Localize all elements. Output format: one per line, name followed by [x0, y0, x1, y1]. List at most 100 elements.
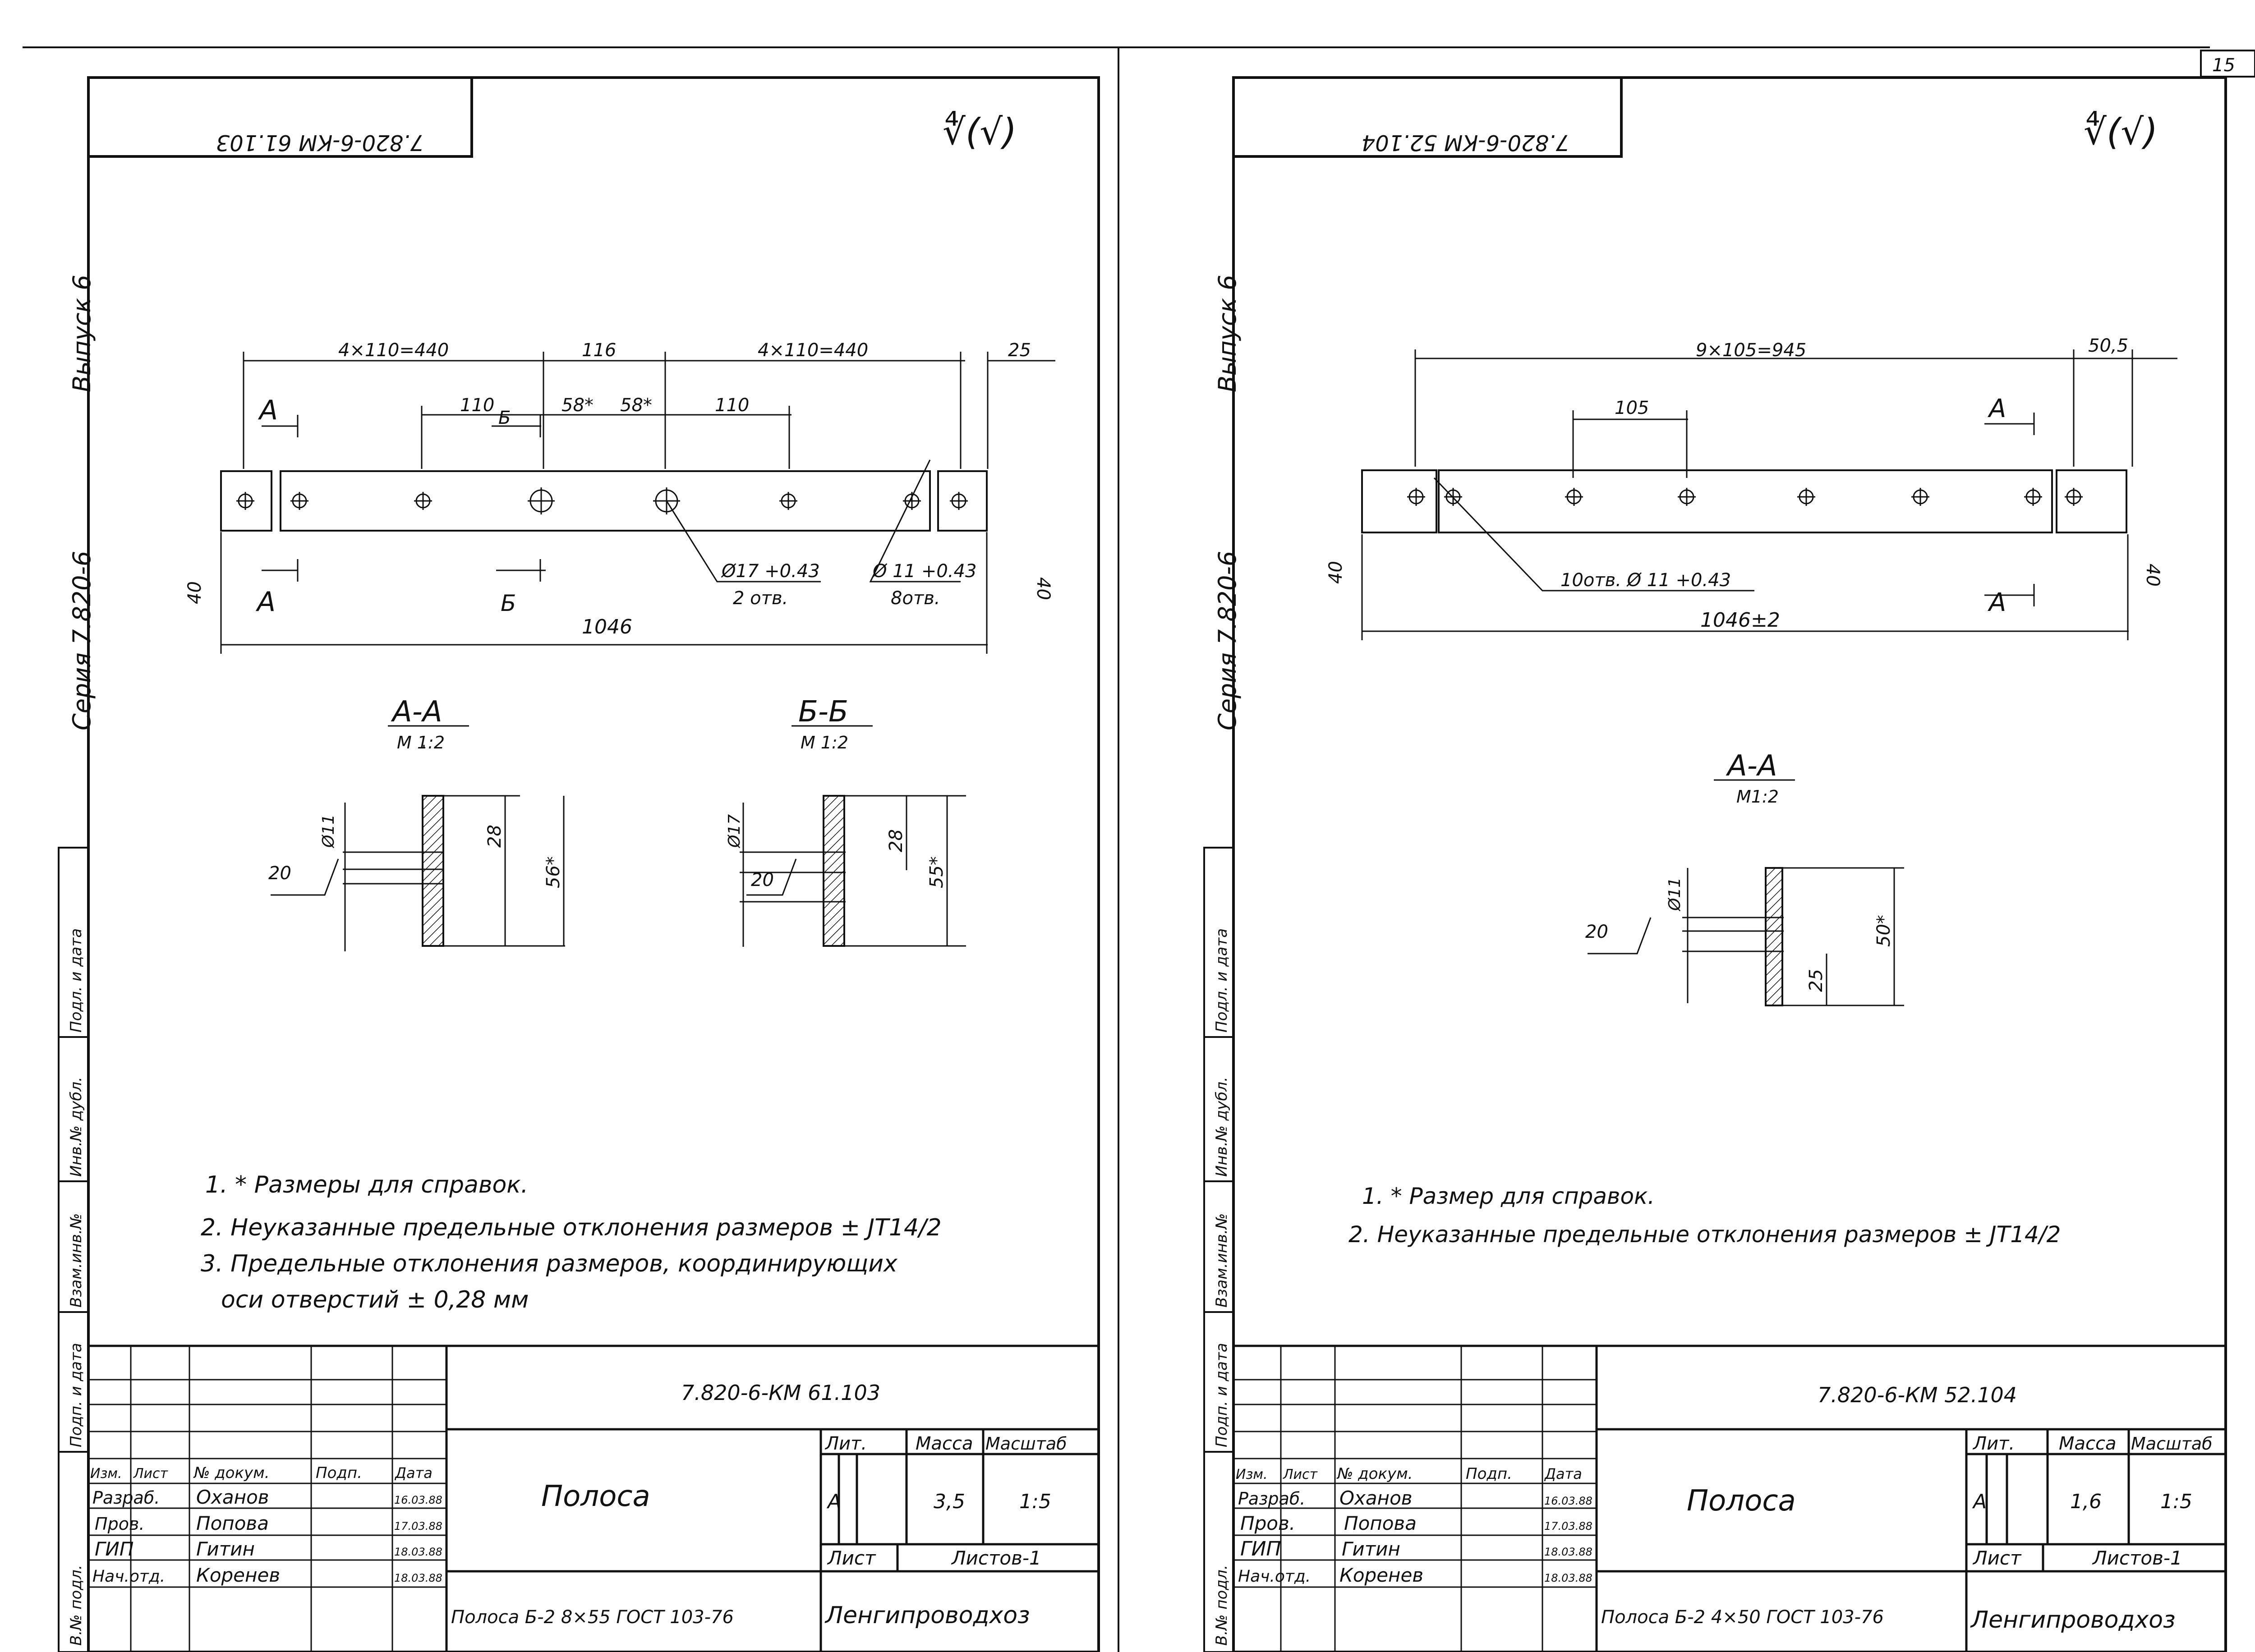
sheet1-tb-org: Ленгипроводхоз	[824, 1602, 1030, 1629]
sheet1-tb-role-2: Пров.	[95, 1514, 144, 1534]
sheet2-tb-name-1: Оханов	[1339, 1487, 1413, 1509]
sheet2-tb-role-3: ГИП	[1240, 1537, 1281, 1560]
sheet1-tb-hdr-doc: № докум.	[193, 1464, 270, 1482]
sheet2-tb-lit-v: А	[1972, 1490, 1987, 1513]
sheet2-tb-date-2: 17.03.88	[1544, 1520, 1592, 1533]
sheet1-tb-name-1: Оханов	[196, 1486, 269, 1508]
sheet1-note-3: 3. Предельные отклонения размеров, коорд…	[201, 1250, 898, 1277]
sheet1-section1-title: А-А	[391, 695, 442, 729]
sheet2-tb-hdr-doc: № докум.	[1336, 1465, 1413, 1483]
sheet1-mark-a-bottom: А	[255, 586, 276, 618]
sheet1-tb-code: 7.820-6-КМ 61.103	[681, 1381, 880, 1405]
sheet1-tb-scale-h: Масштаб	[985, 1434, 1067, 1454]
sheet2-tb-name-3: Гитин	[1342, 1538, 1400, 1560]
sheet1-mark-b-top: Б	[498, 408, 511, 428]
sheet1-tb-role-4: Нач.отд.	[92, 1567, 165, 1586]
sheet1-note-2: 2. Неуказанные предельные отклонения раз…	[201, 1214, 942, 1241]
sheet1-hole1: Ø17 +0.43	[721, 561, 820, 582]
sheet1-section1-dhole: Ø11	[319, 814, 338, 849]
sheet2-tb-sheet: Лист	[1972, 1547, 2022, 1569]
sheet2-tb-mass-v: 1,6	[2070, 1490, 2102, 1513]
sheet1-tb-name-2: Попова	[196, 1512, 269, 1534]
sheet2-mark-a-bottom: А	[1988, 588, 2006, 617]
sheet2-dim-d2: 50,5	[2088, 335, 2128, 356]
sheet2-tb-name-2: Попова	[1344, 1512, 1417, 1534]
sheet2-section1-dhole: Ø11	[1666, 877, 1684, 912]
sheet1-section2-scale: М 1:2	[801, 733, 848, 753]
sheet1-dim-d4: 25	[1008, 340, 1031, 361]
sheet1-section2-h2: 55*	[926, 856, 947, 888]
sheet1-tb-sheet: Лист	[827, 1547, 876, 1569]
sheet1-hole1b: 2 отв.	[733, 588, 788, 609]
sheet1-tb-scale-v: 1:5	[1019, 1490, 1051, 1513]
sheet1-dim-d6: 58*	[561, 395, 594, 416]
sheet2-tb-mass-h: Масса	[2059, 1433, 2117, 1454]
sheet2-width-left: 40	[1325, 561, 1346, 584]
sheet2-tb-name: Полоса	[1687, 1484, 1796, 1518]
sheet1-section2-title: Б-Б	[798, 695, 848, 729]
sheet2-tb-role-2: Пров.	[1240, 1512, 1295, 1534]
sheet1-tb-name-3: Гитин	[196, 1538, 255, 1560]
sheet2-section1-h2: 50*	[1873, 915, 1894, 947]
sheet2-mark-a-top: А	[1988, 394, 2006, 423]
sheet1-dim-total: 1046	[582, 615, 632, 638]
sheet2-stamp-label-4: Подп. и дата	[1213, 1343, 1231, 1447]
sheet2-vypusk: Выпуск 6	[1213, 275, 1242, 392]
sheet1-mark-a-top: А	[258, 395, 278, 426]
sheet1-dim-d1: 4×110=440	[338, 340, 449, 361]
sheet2-tb-hdr-date: Дата	[1544, 1465, 1582, 1482]
sheet1-section1-rough: 20	[268, 863, 291, 884]
sheet2-tb-hdr-sign: Подп.	[1466, 1465, 1512, 1483]
sheet1-dim-d2: 116	[582, 340, 616, 361]
sheet2-stamp-label-1: Подл. и дата	[1213, 928, 1231, 1032]
sheet1-tb-sheets: Листов-1	[951, 1547, 1041, 1569]
sheet1-dim-d8: 110	[715, 395, 749, 416]
sheet2-note-2: 2. Неуказанные предельные отклонения раз…	[1348, 1221, 2061, 1248]
sheet1-seriya: Серия 7.820-6	[68, 551, 96, 730]
sheet2-tb-scale-h: Масштаб	[2131, 1434, 2213, 1454]
sheet1-tb-lit-v: А	[826, 1490, 841, 1513]
sheet2-width-right: 40	[2142, 564, 2163, 587]
sheet2-roughness: ∜(√)	[2084, 110, 2158, 153]
sheet1-tb-material: Полоса Б-2 8×55 ГОСТ 103-76	[451, 1607, 734, 1628]
sheet1-tb-name: Полоса	[541, 1480, 650, 1513]
sheet1-tb-date-2: 17.03.88	[394, 1520, 442, 1533]
sheet2-note-1: 1. * Размер для справок.	[1362, 1183, 1655, 1209]
sheet2-seriya: Серия 7.820-6	[1213, 551, 1242, 730]
sheet2-section1-title: А-А	[1726, 749, 1777, 783]
sheet2-dim-d3: 105	[1615, 398, 1649, 418]
sheet1-tb-mass-v: 3,5	[934, 1490, 965, 1513]
sheet1-tb-date-3: 18.03.88	[394, 1546, 442, 1558]
sheet2-tb-org: Ленгипроводхоз	[1970, 1606, 2176, 1634]
sheet2-section1-scale: М1:2	[1736, 787, 1779, 807]
sheet1-tb-name-4: Коренев	[196, 1564, 280, 1586]
sheet1-tb-hdr-list: Лист	[133, 1466, 169, 1482]
sheet1-tb-role-3: ГИП	[95, 1538, 133, 1560]
sheet1-stamp-label-1: Подл. и дата	[67, 928, 85, 1032]
sheet1-section1-h2: 56*	[543, 856, 564, 888]
sheet1-tb-hdr-date: Дата	[394, 1464, 433, 1482]
sheet2-tb-date-1: 16.03.88	[1544, 1495, 1592, 1507]
sheet2-tb-hdr-izm: Изм.	[1236, 1467, 1268, 1482]
sheet1-hole2: Ø 11 +0.43	[872, 561, 976, 582]
sheet2-tb-date-3: 18.03.88	[1544, 1546, 1592, 1558]
sheet1-width-right: 40	[1033, 577, 1054, 600]
sheet1-stamp-label-3: Взам.инв.№	[67, 1213, 85, 1308]
sheet2-tb-name-4: Коренев	[1339, 1564, 1423, 1586]
sheet1-vypusk: Выпуск 6	[68, 275, 96, 392]
sheet1-hole2b: 8отв.	[891, 588, 940, 609]
sheet1-note-4: оси отверстий ± 0,28 мм	[221, 1286, 529, 1313]
sheet2-tb-role-1: Разраб.	[1238, 1489, 1305, 1509]
sheet1-width-left: 40	[184, 581, 205, 604]
sheet2-tb-scale-v: 1:5	[2160, 1490, 2192, 1513]
sheet1-note-1: 1. * Размеры для справок.	[205, 1171, 528, 1198]
sheet2-tb-sheets: Листов-1	[2092, 1547, 2182, 1569]
page-number: 15	[2212, 55, 2235, 76]
sheet2-dim-total: 1046±2	[1700, 609, 1780, 632]
sheet1-tb-hdr-izm: Изм.	[90, 1466, 122, 1482]
sheet1-section1-h1: 28	[484, 825, 505, 848]
sheet1-section2-h1: 28	[886, 829, 907, 852]
sheet2-stamp-label-2: Инв.№ дубл.	[1213, 1077, 1231, 1177]
sheet1-dim-d3: 4×110=440	[758, 340, 868, 361]
